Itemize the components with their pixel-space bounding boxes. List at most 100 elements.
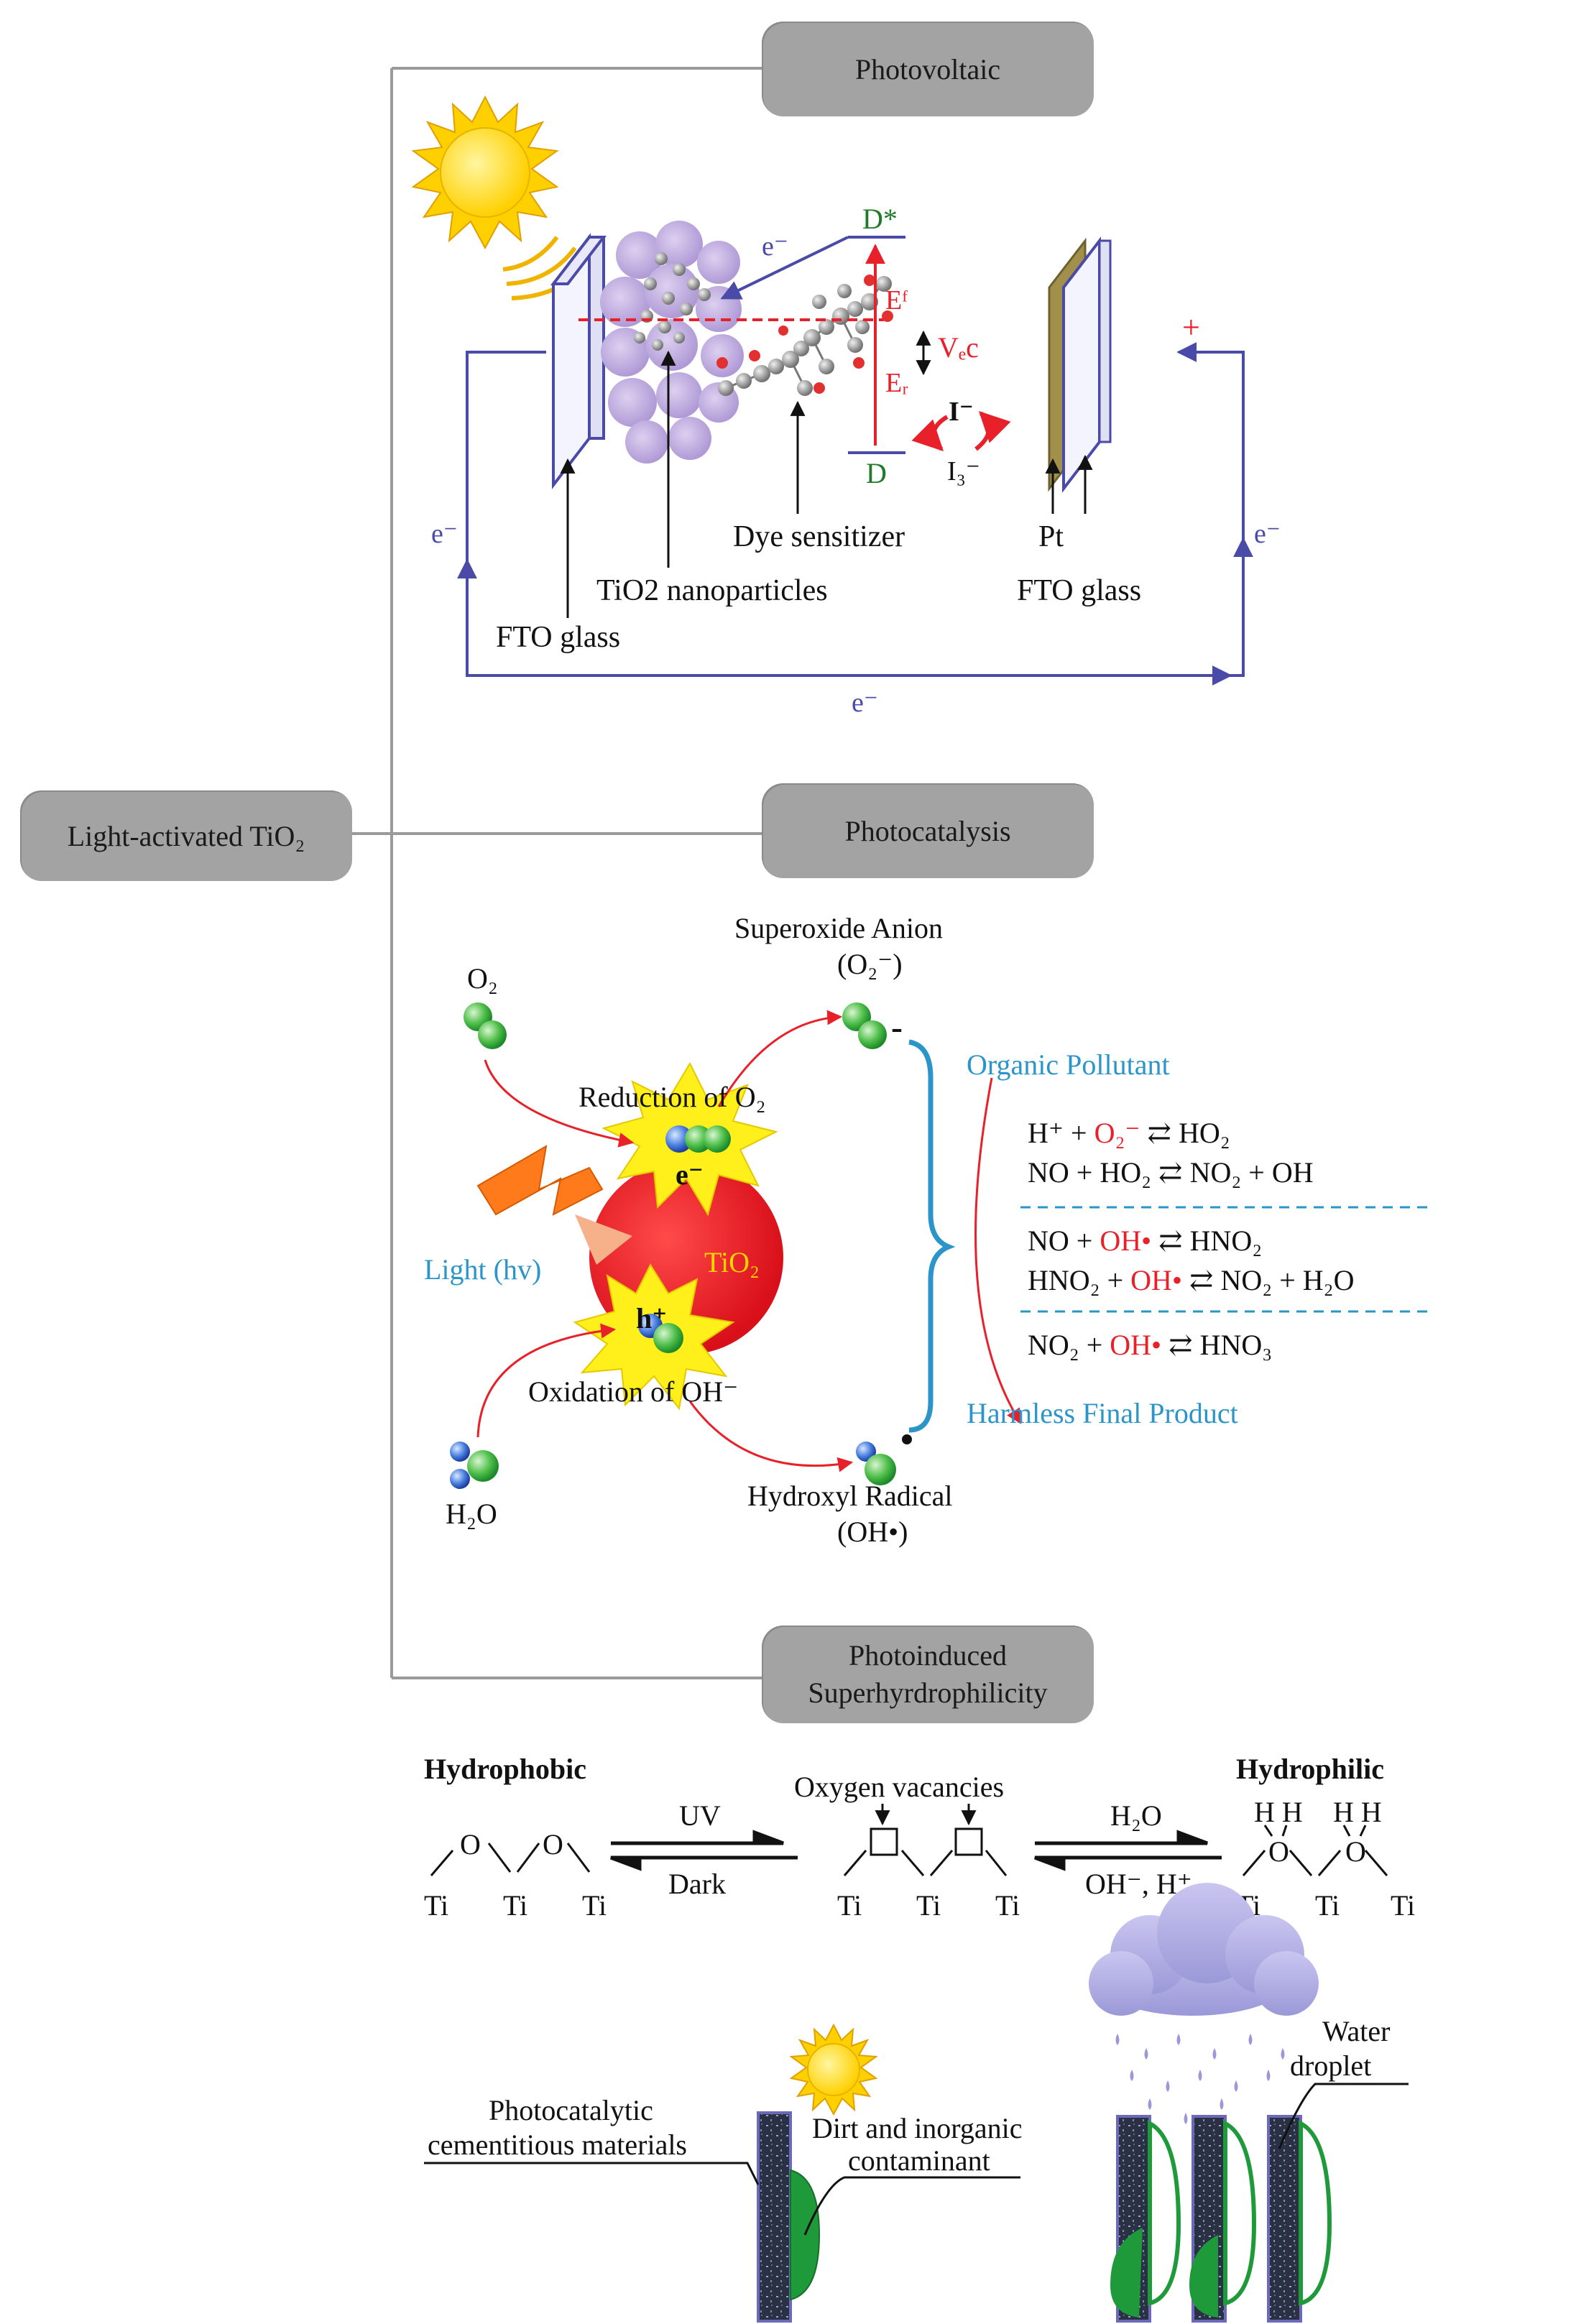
sun-small-icon [789,2023,878,2116]
redox-cycle-icon [911,411,1011,451]
node-light-activated-tio2: Light-activated TiO₂ [20,790,352,881]
rain-drops [1115,2034,1285,2124]
o2-molecule-icon [464,1002,507,1049]
cementitious-wall-2 [1110,2115,1181,2323]
water-label-2: droplet [1290,2049,1371,2082]
superoxide-minus: - [891,1008,903,1046]
tio2-nanoparticles-cluster [600,221,744,464]
hh-2: H H [1333,1796,1382,1828]
r5-segment-2: ⇄ HNO₃ [1161,1329,1272,1361]
fto-glass-right-label: FTO glass [1017,574,1141,607]
tio2-label: TiO₂ [704,1246,760,1278]
node-superhydrophilicity-label-2: Superhyrdrophilicity [808,1677,1048,1709]
r5-segment-0: NO₂ + [1028,1329,1110,1361]
adsorbed-dye-molecules [634,252,711,351]
reaction-equations: H⁺ + O₂⁻ ⇄ HO₂ NO + HO₂ ⇄ NO₂ + OH NO + … [1028,1117,1354,1361]
equilibrium-arrows [610,1830,1222,1871]
o2-label: O₂ [467,962,498,995]
r4-segment-0: HNO₂ + [1028,1264,1130,1296]
reaction-3: NO + OH• ⇄ HNO₂ [1028,1225,1262,1257]
node-superhydrophilicity: Photoinduced Superhyrdrophilicity [762,1626,1094,1723]
cementitious-wall-4 [1267,2115,1332,2323]
electron-label-bottom: e⁻ [852,688,878,718]
ti-2: Ti [503,1889,527,1922]
hydrophobic-structure [430,1843,591,1876]
fto-glass-left [550,233,607,489]
electron-label-top: e⁻ [762,231,788,262]
water-label-1: Water [1322,2015,1391,2047]
node-photocatalysis: Photocatalysis [762,783,1094,878]
o-1: O [460,1828,481,1860]
r1-segment-2: ⇄ HO₂ [1140,1117,1230,1149]
node-photovoltaic-label: Photovoltaic [854,52,1001,86]
r4-segment-1: OH• [1130,1264,1182,1296]
tree-connectors [352,67,762,1679]
vacancy-structure [843,1804,1008,1876]
superoxide-formula: (O₂⁻) [837,948,903,980]
ti-8: Ti [1315,1889,1340,1922]
r3-segment-1: OH• [1100,1225,1151,1257]
harmless-product-label: Harmless Final Product [967,1397,1238,1429]
r3-segment-0: NO + [1028,1225,1100,1257]
node-light-activated-tio2-label: Light-activated TiO₂ [67,819,305,852]
node-photovoltaic: Photovoltaic [762,22,1094,116]
reduction-label: Reduction of O₂ [579,1081,766,1113]
h2o-label: H₂O [446,1498,497,1530]
energy-diagram [560,236,1011,618]
hydrophilic-structure [1242,1825,1388,1876]
hydroxyl-title: Hydroxyl Radical [747,1480,953,1512]
dirt-label-2: contaminant [848,2144,990,2177]
hh-1: H H [1254,1796,1303,1828]
ti-5: Ti [916,1889,941,1922]
pt-label: Pt [1038,520,1064,553]
sun-icon [411,95,559,250]
rain-cloud-icon [1089,1883,1319,2016]
h2o-reagent-label: H₂O [1110,1799,1162,1832]
dirt-label-1: Dirt and inorganic [812,2112,1023,2144]
vacancy-box-1 [870,1827,898,1856]
iodide-label: I⁻ [949,397,974,427]
fto-glass-left-label: FTO glass [496,621,620,654]
oxygen-vacancies-label: Oxygen vacancies [794,1771,1004,1803]
photocatalysis-flow-arrows [476,1010,1022,1472]
external-circuit [457,342,1253,686]
r2-segment-0: NO + HO₂ ⇄ NO₂ + OH [1028,1156,1314,1189]
o-4: O [1345,1835,1366,1868]
o-2: O [543,1828,563,1860]
oh-h-reagent-label: OH⁻, H⁺ [1085,1868,1192,1900]
r4-segment-2: ⇄ NO₂ + H₂O [1182,1264,1355,1296]
triiodide-label: I₃⁻ [947,456,980,487]
node-superhydrophilicity-label-1: Photoinduced [849,1639,1007,1671]
plus-label: + [1182,310,1200,345]
tio2-nanoparticles-label: TiO2 nanoparticles [596,574,828,607]
dye-sensitizer-label: Dye sensitizer [733,520,905,553]
ti-4: Ti [837,1889,862,1922]
oxidation-label: Oxidation of OH⁻ [528,1375,738,1408]
r5-segment-1: OH• [1110,1329,1161,1361]
reaction-1: H⁺ + O₂⁻ ⇄ HO₂ [1028,1117,1230,1149]
ti-1: Ti [424,1889,448,1922]
uv-label: UV [679,1799,721,1832]
leader-lines [424,2083,1409,2236]
light-arrow-head [575,1214,632,1265]
grouping-brace [908,1039,956,1433]
r1-segment-1: O₂⁻ [1094,1117,1140,1149]
ef-label: Eᶠ [885,285,908,315]
injection-arrow [720,236,849,300]
r3-segment-2: ⇄ HNO₂ [1151,1225,1262,1257]
ti-9: Ti [1391,1889,1415,1922]
pt-counter-electrode [1045,236,1112,514]
organic-pollutant-label: Organic Pollutant [967,1048,1170,1081]
node-photocatalysis-label: Photocatalysis [844,814,1011,847]
ti-6: Ti [995,1889,1020,1922]
reaction-5: NO₂ + OH• ⇄ HNO₃ [1028,1329,1272,1361]
electron-label-right: e⁻ [1254,519,1281,549]
dye-molecule [716,275,893,396]
light-lightning-icon [476,1145,604,1216]
ti-3: Ti [582,1889,607,1922]
d-ground-label: D [866,457,887,489]
superoxide-title: Superoxide Anion [734,912,943,944]
e-minus-label: e⁻ [676,1158,704,1191]
dark-label: Dark [668,1868,726,1900]
d-star-label: D* [862,203,898,235]
